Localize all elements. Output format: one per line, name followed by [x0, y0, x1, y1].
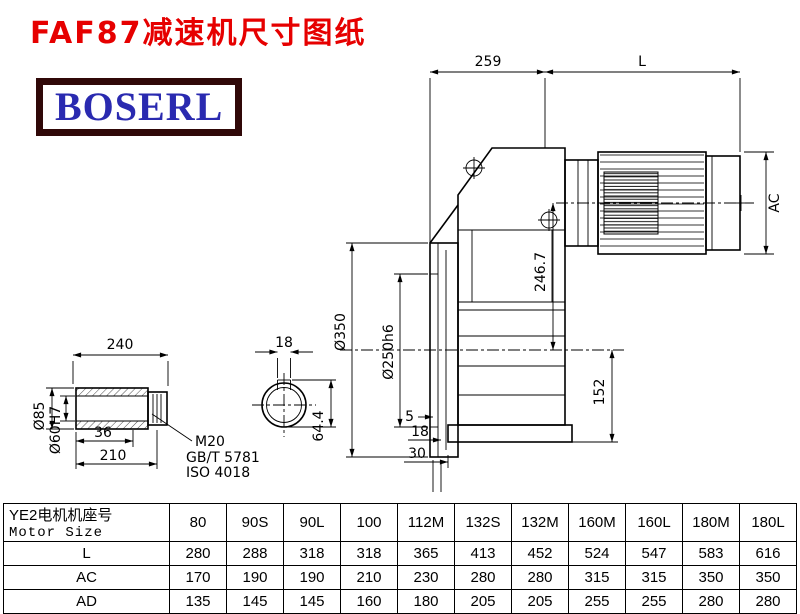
- output-flange: [429, 204, 459, 492]
- row-label-AD: AD: [3, 589, 170, 614]
- table-cell: 583: [682, 541, 740, 566]
- table-cell: 145: [226, 589, 284, 614]
- table-row-AC: AC 170 190 190 210 230 280 280 315 315 3…: [3, 565, 797, 590]
- table-cell: 350: [739, 565, 797, 590]
- header-en: Motor Size: [9, 525, 104, 541]
- table-cell: 315: [625, 565, 683, 590]
- table-cell: 350: [682, 565, 740, 590]
- size-col-100: 100: [340, 503, 398, 542]
- table-header-row: YE2电机机座号 Motor Size 80 90S 90L 100 112M …: [3, 503, 797, 542]
- table-cell: 318: [283, 541, 341, 566]
- dim-AC-label: AC: [767, 193, 783, 212]
- table-cell: 413: [454, 541, 512, 566]
- logo-text: BOSERL: [55, 84, 224, 129]
- motor-size-header: YE2电机机座号 Motor Size: [3, 503, 170, 542]
- table-cell: 135: [169, 589, 227, 614]
- boserl-logo: BOSERL: [36, 78, 243, 136]
- page-title: FAF87减速机尺寸图纸: [30, 16, 367, 51]
- table-cell: 280: [454, 565, 512, 590]
- dim-30-label: 30: [408, 446, 426, 462]
- standard-gb-label: GB/T 5781: [186, 450, 260, 466]
- table-cell: 452: [511, 541, 569, 566]
- row-label-L: L: [3, 541, 170, 566]
- size-col-132m: 132M: [511, 503, 569, 542]
- row-label-AC: AC: [3, 565, 170, 590]
- header-cn: YE2电机机座号: [9, 507, 113, 524]
- dim-644-label: 64.4: [311, 410, 327, 441]
- dim-5-label: 5: [405, 409, 414, 425]
- dim-motor-length-L: L: [545, 54, 740, 75]
- table-cell: 365: [397, 541, 455, 566]
- size-col-90s: 90S: [226, 503, 284, 542]
- table-cell: 205: [511, 589, 569, 614]
- dim-85-label: Ø85: [32, 402, 48, 431]
- dim-gearbox-length-259: 259: [429, 54, 741, 243]
- dim-60h7-label: Ø60H7: [48, 406, 64, 454]
- dim-152-label: 152: [592, 379, 608, 406]
- dim-spigot-diameter: Ø250h6: [381, 273, 428, 428]
- table-cell: 190: [226, 565, 284, 590]
- dim-axis-distance: 246.7: [533, 203, 556, 350]
- shaft-section-view: 18 64.4: [252, 335, 336, 442]
- dim-350-label: Ø350: [333, 313, 349, 351]
- table-cell: 170: [169, 565, 227, 590]
- table-cell: 255: [568, 589, 626, 614]
- size-col-160m: 160M: [568, 503, 626, 542]
- table-cell: 180: [397, 589, 455, 614]
- thread-callout: M20: [195, 434, 225, 450]
- dim-center-height: 152: [572, 350, 618, 443]
- dim-motor-diameter-ac: AC: [744, 151, 783, 255]
- motor: [556, 151, 754, 255]
- housing-foot: [447, 424, 573, 443]
- dim-246-label: 246.7: [533, 252, 549, 292]
- size-col-180m: 180M: [682, 503, 740, 542]
- table-row-L: L 280 288 318 318 365 413 452 524 547 58…: [3, 541, 797, 566]
- table-cell: 315: [568, 565, 626, 590]
- table-cell: 280: [511, 565, 569, 590]
- dim-keyway-width-label: 18: [275, 335, 293, 351]
- table-cell: 280: [682, 589, 740, 614]
- table-cell: 280: [169, 541, 227, 566]
- shaft-detail: 240 Ø85 Ø60H7 36 210 M20 GB/T 5781 ISO 4…: [32, 337, 260, 481]
- standard-iso-label: ISO 4018: [186, 465, 250, 481]
- table-cell: 205: [454, 589, 512, 614]
- size-col-160l: 160L: [625, 503, 683, 542]
- table-cell: 145: [283, 589, 341, 614]
- table-cell: 318: [340, 541, 398, 566]
- table-cell: 616: [739, 541, 797, 566]
- table-cell: 524: [568, 541, 626, 566]
- gearbox-housing: [447, 147, 573, 443]
- table-cell: 288: [226, 541, 284, 566]
- table-cell: 160: [340, 589, 398, 614]
- table-cell: 547: [625, 541, 683, 566]
- table-cell: 210: [340, 565, 398, 590]
- shaft-end-thread: [147, 391, 168, 426]
- size-col-112m: 112M: [397, 503, 455, 542]
- dim-36-label: 36: [94, 425, 112, 441]
- dim-259-label: 259: [475, 54, 502, 70]
- table-cell: 190: [283, 565, 341, 590]
- table-cell: 280: [739, 589, 797, 614]
- dim-flange-diameter: Ø350: [333, 242, 428, 458]
- dim-18-offset-label: 18: [411, 424, 429, 440]
- dim-face-offsets: 5 18 30: [404, 409, 448, 465]
- dim-210-label: 210: [100, 448, 127, 464]
- size-col-80: 80: [169, 503, 227, 542]
- table-cell: 230: [397, 565, 455, 590]
- dim-L-label: L: [638, 54, 646, 70]
- table-cell: 255: [625, 589, 683, 614]
- technical-drawing: 259 L AC: [32, 54, 783, 492]
- size-col-90l: 90L: [283, 503, 341, 542]
- size-col-180l: 180L: [739, 503, 797, 542]
- dim-250h6-label: Ø250h6: [381, 324, 397, 380]
- motor-size-table: YE2电机机座号 Motor Size 80 90S 90L 100 112M …: [3, 503, 797, 614]
- dim-240-label: 240: [107, 337, 134, 353]
- table-row-AD: AD 135 145 145 160 180 205 205 255 255 2…: [3, 589, 797, 614]
- size-col-132s: 132S: [454, 503, 512, 542]
